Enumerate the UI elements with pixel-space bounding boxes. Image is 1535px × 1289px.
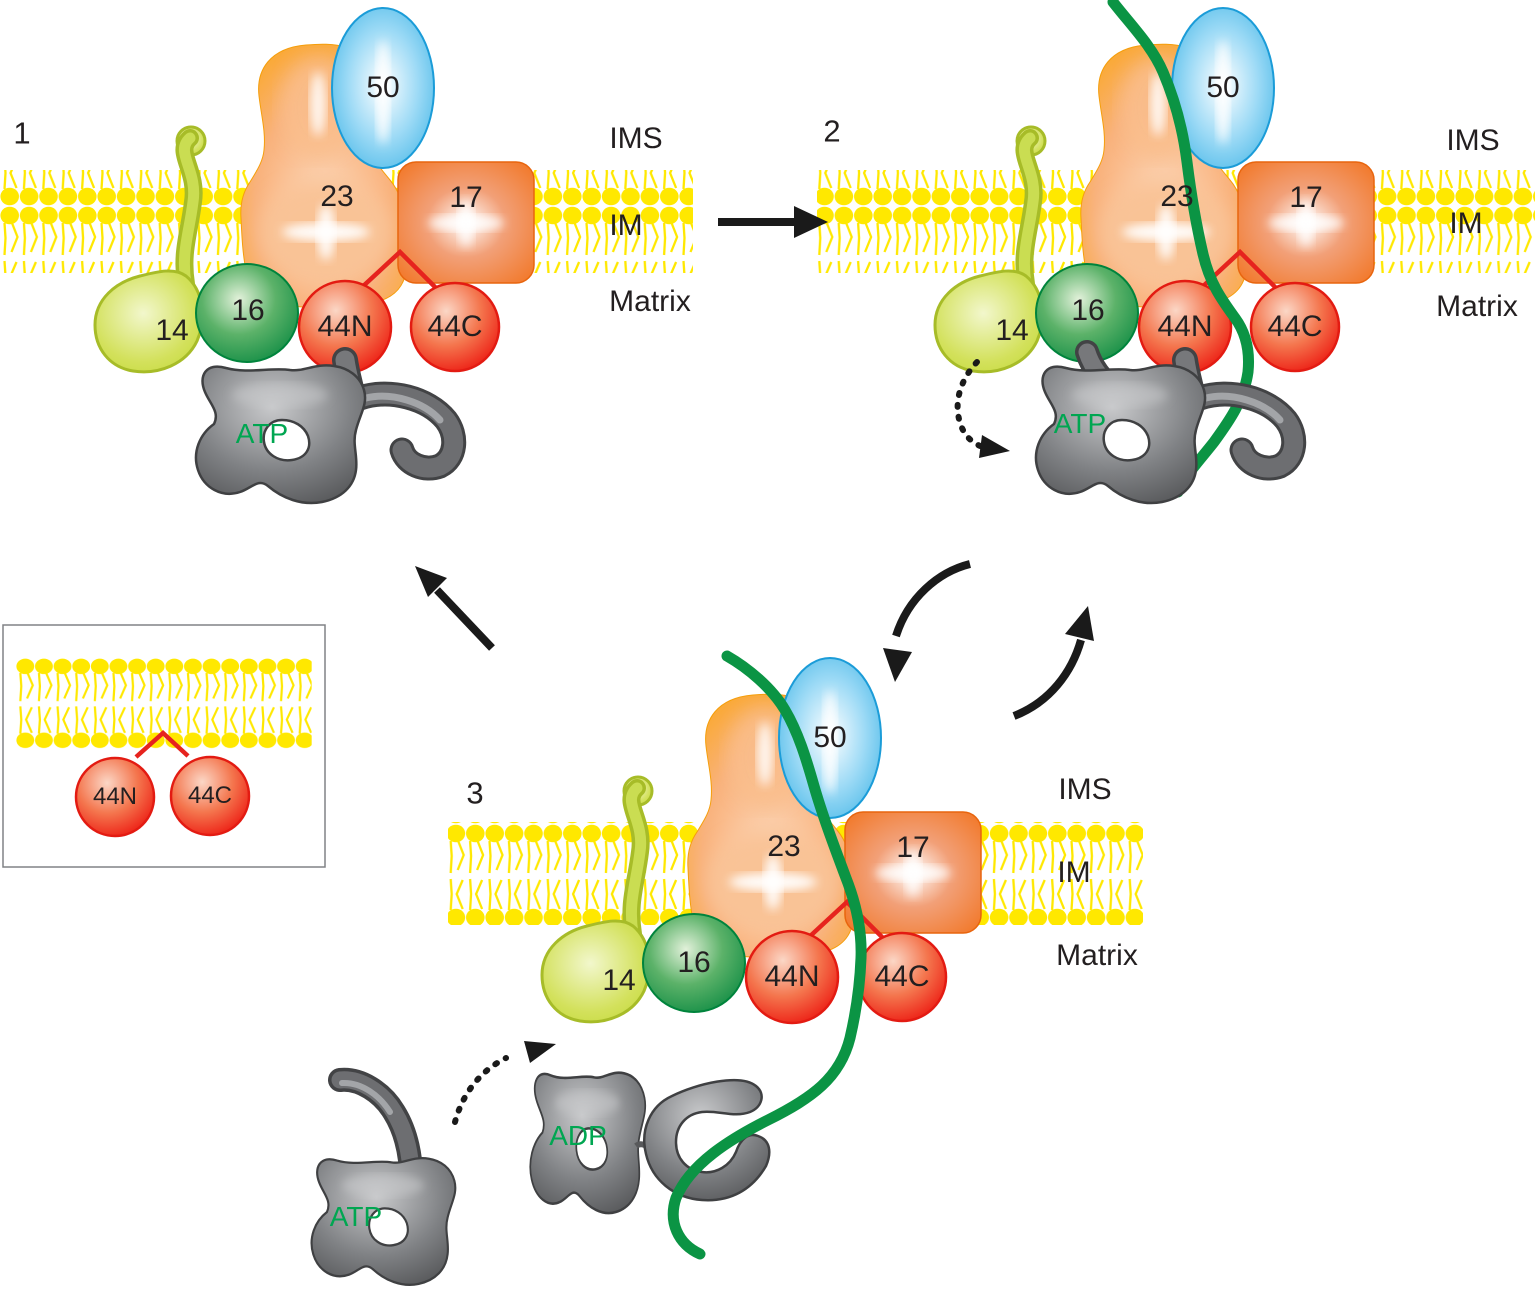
inset-crosslink-lines [134, 729, 190, 759]
tim23-label: 23 [1160, 180, 1194, 213]
panel-1-number: 1 [13, 115, 31, 151]
inset-tim44n-label: 44N [92, 783, 138, 810]
tim50-label: 50 [813, 721, 847, 754]
tim23-label: 23 [320, 180, 354, 213]
tim16-label: 16 [1071, 294, 1105, 327]
matrix-label: Matrix [609, 285, 691, 318]
panel-2-number: 2 [823, 113, 841, 149]
adp-label: ADP [549, 1120, 607, 1151]
ims-label: IMS [1446, 124, 1500, 157]
tim23-label: 23 [767, 830, 801, 863]
curved-arrow-up [1012, 606, 1094, 720]
matrix-label: Matrix [1056, 939, 1138, 972]
inset-tim44c-shape [169, 755, 251, 837]
ims-label: IMS [1058, 773, 1112, 806]
tim44c-label: 44C [874, 960, 930, 993]
panel-3-number: 3 [466, 775, 484, 811]
tim50-label: 50 [1206, 71, 1240, 104]
dotted-arrow-panel-3 [452, 1041, 556, 1125]
preprotein-chain [667, 650, 867, 1260]
tim16-label: 16 [677, 946, 711, 979]
hsp70-atp-free [312, 1067, 456, 1285]
inset-tim44c-label: 44C [187, 782, 233, 809]
inset-tim44n-shape [74, 756, 156, 838]
panel-1 [0, 8, 693, 503]
matrix-label: Matrix [1436, 290, 1518, 323]
tim17-label: 17 [896, 831, 930, 864]
im-label: IM [609, 209, 643, 242]
tim14-label: 14 [155, 314, 189, 347]
tim14-label: 14 [602, 964, 636, 997]
curved-arrow-down [883, 560, 972, 682]
tim14-label: 14 [995, 314, 1029, 347]
arrow-panel3-to-panel1 [415, 566, 495, 651]
tim44c-label: 44C [1267, 310, 1323, 343]
tim50-label: 50 [366, 71, 400, 104]
im-label: IM [1057, 856, 1091, 889]
tim44n-label: 44N [1157, 310, 1213, 343]
ims-label: IMS [609, 122, 663, 155]
panel-2 [817, 0, 1535, 503]
atp-label: ATP [329, 1201, 383, 1232]
tim44n-label: 44N [764, 960, 820, 993]
tim16-label: 16 [231, 294, 265, 327]
tim44n-label: 44N [317, 310, 373, 343]
dotted-arrow-panel-2 [954, 359, 1010, 458]
atp-label: ATP [1053, 408, 1107, 439]
atp-label: ATP [235, 418, 289, 449]
tim44c-label: 44C [427, 310, 483, 343]
im-label: IM [1449, 207, 1483, 240]
tim17-label: 17 [1289, 181, 1323, 214]
inset-44-tether [2, 624, 326, 868]
tim17-label: 17 [449, 181, 483, 214]
arrow-panel1-to-panel2 [718, 206, 828, 238]
panel-3 [312, 656, 1143, 1285]
preprotein-chain [1107, 0, 1254, 498]
